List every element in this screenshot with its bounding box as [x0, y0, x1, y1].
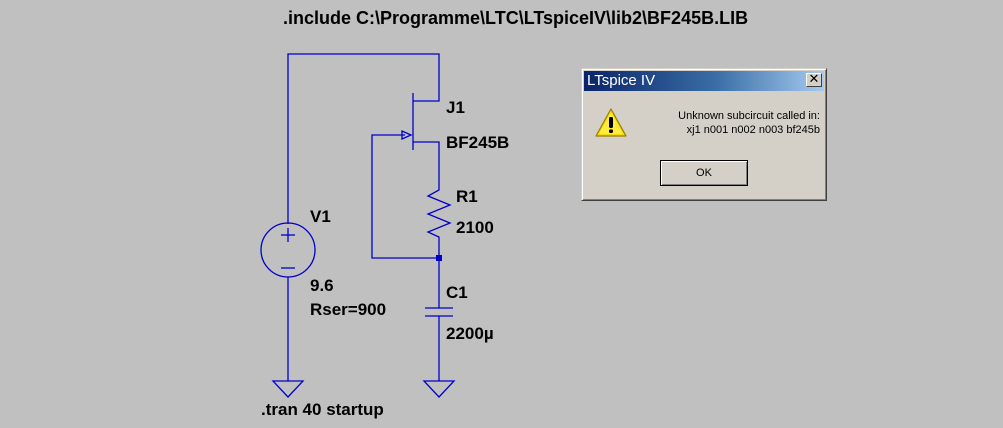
v1-value-label[interactable]: 9.6 [310, 276, 334, 295]
j1-gate-arrow [401, 129, 413, 141]
junction-dot[interactable] [436, 255, 442, 261]
ground-symbol-c1[interactable] [422, 380, 456, 398]
tran-directive[interactable]: .tran 40 startup [261, 400, 384, 419]
dialog-titlebar[interactable]: LTspice IV ✕ [584, 71, 824, 91]
r1-name-label[interactable]: R1 [456, 187, 478, 206]
dialog-title: LTspice IV [587, 72, 656, 89]
close-icon: ✕ [808, 72, 820, 87]
ok-button[interactable]: OK [660, 160, 748, 186]
message-line-1: Unknown subcircuit called in: [678, 110, 820, 122]
error-dialog: LTspice IV ✕ Unknown subcircuit called i… [581, 68, 827, 201]
v1-source[interactable] [260, 222, 316, 278]
j1-value-label[interactable]: BF245B [446, 133, 510, 152]
message-line-2: xj1 n001 n002 n003 bf245b [686, 124, 820, 136]
j1-name-label[interactable]: J1 [446, 98, 465, 117]
wire-gate-feedback[interactable] [371, 134, 439, 259]
r1-value-label[interactable]: 2100 [456, 218, 494, 237]
wire-j1-source[interactable] [413, 141, 440, 184]
c1-name-label[interactable]: C1 [446, 283, 468, 302]
include-directive[interactable]: .include C:\Programme\LTC\LTspiceIV\lib2… [283, 8, 749, 28]
v1-param-label[interactable]: Rser=900 [310, 300, 387, 319]
v1-name-label[interactable]: V1 [310, 207, 331, 226]
close-button[interactable]: ✕ [806, 73, 822, 87]
dialog-message: Unknown subcircuit called in: xj1 n001 n… [642, 109, 820, 137]
ground-symbol-v1[interactable] [271, 380, 305, 398]
warning-icon [595, 108, 627, 137]
c1-value-label[interactable]: 2200µ [446, 324, 494, 343]
wire-top-loop[interactable] [287, 53, 440, 224]
r1-resistor[interactable] [426, 184, 452, 258]
